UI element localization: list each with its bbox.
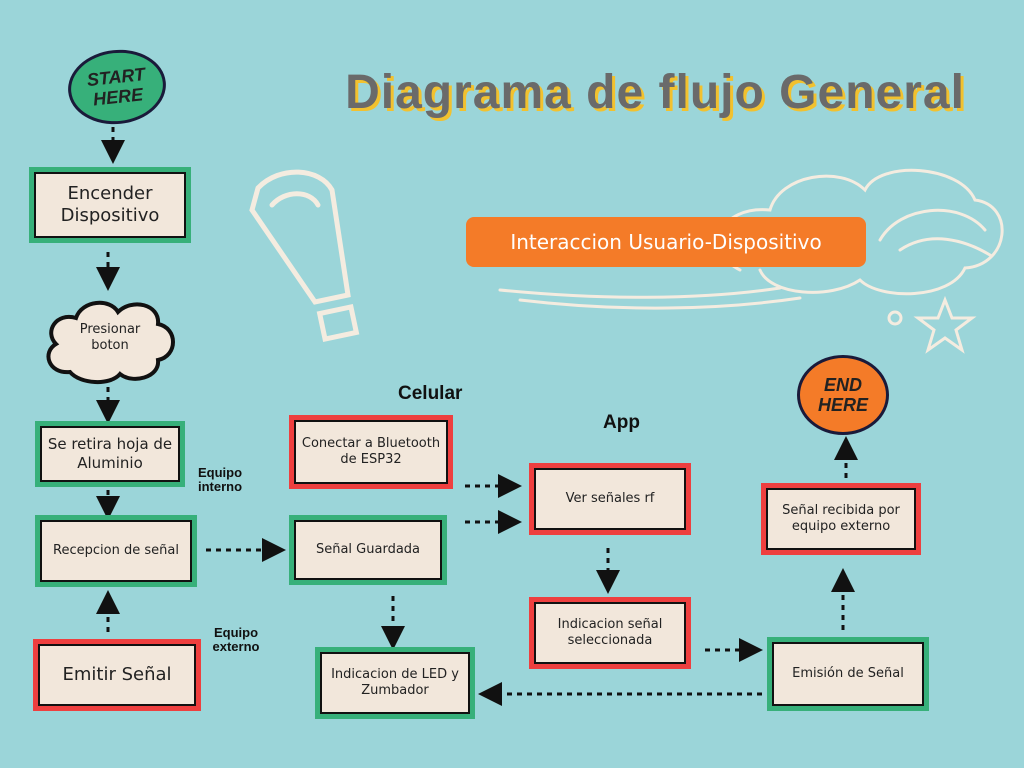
label-equipo-externo: Equipo externo — [212, 625, 260, 654]
node-presionar-boton: Presionar boton — [40, 294, 180, 386]
node-conectar-bluetooth: Conectar a Bluetooth de ESP32 — [294, 420, 448, 484]
node-encender-dispositivo: Encender Dispositivo — [34, 172, 186, 238]
cloud-shape — [46, 301, 175, 384]
diagram-title: Diagrama de flujo General — [345, 66, 965, 119]
node-se-retira-hoja: Se retira hoja de Aluminio — [40, 426, 180, 482]
node-emision-senal: Emisión de Señal — [772, 642, 924, 706]
end-terminal: END HERE — [797, 355, 889, 435]
label-app: App — [603, 412, 640, 433]
exclamation-icon — [249, 169, 360, 343]
label-equipo-interno: Equipo interno — [197, 465, 243, 494]
node-emitir-senal: Emitir Señal — [38, 644, 196, 706]
star-doodle-icon — [913, 295, 977, 354]
node-senal-recibida: Señal recibida por equipo externo — [766, 488, 916, 550]
node-indicacion-senal-seleccionada: Indicacion señal seleccionada — [534, 602, 686, 664]
node-senal-guardada: Señal Guardada — [294, 520, 442, 580]
presionar-label: Presionar boton — [79, 322, 141, 353]
node-indicacion-led-zumbador: Indicacion de LED y Zumbador — [320, 652, 470, 714]
node-recepcion-senal: Recepcion de señal — [40, 520, 192, 582]
cloud-doodle-icon — [498, 168, 1004, 326]
subtitle-badge: Interaccion Usuario-Dispositivo — [466, 217, 866, 267]
label-celular: Celular — [398, 383, 463, 404]
node-ver-senales-rf: Ver señales rf — [534, 468, 686, 530]
